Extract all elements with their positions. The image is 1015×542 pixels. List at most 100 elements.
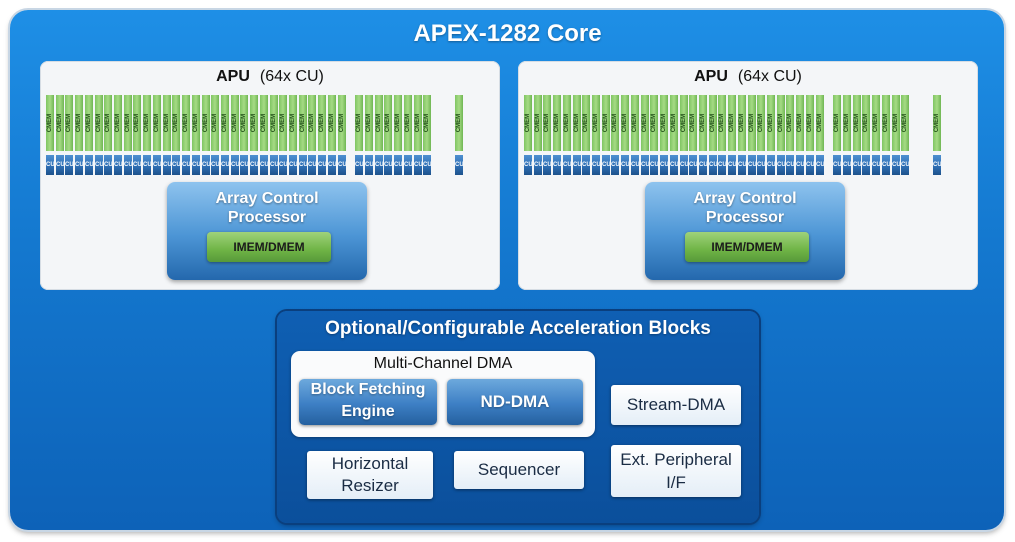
- cu-cell: CU: [582, 155, 590, 175]
- cmem-label: CMEM: [778, 113, 784, 133]
- cu-cell: CU: [318, 155, 326, 175]
- cu-cell: CU: [394, 155, 402, 175]
- cu-cell: CU: [524, 155, 532, 175]
- cmem-column: CMEM: [650, 95, 658, 151]
- cu-cell: CU: [718, 155, 726, 175]
- cmem-label: CMEM: [700, 113, 706, 133]
- cmem-label: CMEM: [134, 113, 140, 133]
- cmem-label: CMEM: [183, 113, 189, 133]
- cu-cell: CU: [602, 155, 610, 175]
- cu-cell: CU: [365, 155, 373, 175]
- cmem-label: CMEM: [66, 113, 72, 133]
- cu-cell: CU: [901, 155, 909, 175]
- cu-cell: CU: [767, 155, 775, 175]
- cu-cell: CU: [133, 155, 141, 175]
- cmem-column: CMEM: [172, 95, 180, 151]
- cmem-column: CMEM: [192, 95, 200, 151]
- cmem-label: CMEM: [797, 113, 803, 133]
- cmem-column: CMEM: [299, 95, 307, 151]
- apu-cu-count: (64x CU): [737, 68, 802, 85]
- cu-cell: CU: [689, 155, 697, 175]
- cu-cell: CU: [534, 155, 542, 175]
- cu-cell: CU: [563, 155, 571, 175]
- cmem-label: CMEM: [456, 113, 462, 133]
- cmem-column: CMEM: [250, 95, 258, 151]
- cmem-label: CMEM: [807, 113, 813, 133]
- cu-cell: CU: [95, 155, 103, 175]
- cu-cell: CU: [843, 155, 851, 175]
- cu-cell: CU: [56, 155, 64, 175]
- cmem-label: CMEM: [817, 113, 823, 133]
- cmem-label: CMEM: [76, 113, 82, 133]
- cu-cell: CU: [631, 155, 639, 175]
- cmem-column: CMEM: [901, 95, 909, 151]
- cmem-column: CMEM: [240, 95, 248, 151]
- cu-cell: CU: [621, 155, 629, 175]
- cu-cell: CU: [786, 155, 794, 175]
- cmem-label: CMEM: [395, 113, 401, 133]
- cu-cell: CU: [124, 155, 132, 175]
- cmem-column: CMEM: [660, 95, 668, 151]
- sequencer-block: Sequencer: [454, 451, 584, 489]
- cmem-column: CMEM: [279, 95, 287, 151]
- cu-cell: CU: [308, 155, 316, 175]
- cmem-column: CMEM: [592, 95, 600, 151]
- cmem-label: CMEM: [902, 113, 908, 133]
- cmem-label: CMEM: [222, 113, 228, 133]
- cmem-column: CMEM: [777, 95, 785, 151]
- cu-cell: CU: [543, 155, 551, 175]
- cmem-column: CMEM: [816, 95, 824, 151]
- cmem-column: CMEM: [338, 95, 346, 151]
- acceleration-blocks: Optional/Configurable Acceleration Block…: [277, 311, 759, 523]
- cu-cell: CU: [423, 155, 431, 175]
- cu-cell: CU: [260, 155, 268, 175]
- cu-cell: CU: [933, 155, 941, 175]
- cu-cell: CU: [172, 155, 180, 175]
- cmem-column: CMEM: [767, 95, 775, 151]
- cu-cell: CU: [404, 155, 412, 175]
- cu-cell: CU: [728, 155, 736, 175]
- cmem-label: CMEM: [424, 113, 430, 133]
- cmem-label: CMEM: [681, 113, 687, 133]
- cmem-column: CMEM: [65, 95, 73, 151]
- array-control-processor: Array Control Processor IMEM/DMEM: [167, 182, 367, 280]
- cmem-label: CMEM: [290, 113, 296, 133]
- cmem-label: CMEM: [690, 113, 696, 133]
- cmem-label: CMEM: [356, 113, 362, 133]
- cu-cell: CU: [680, 155, 688, 175]
- cmem-column: CMEM: [680, 95, 688, 151]
- cmem-column: CMEM: [46, 95, 54, 151]
- cmem-label: CMEM: [251, 113, 257, 133]
- apu-cu-count: (64x CU): [259, 68, 324, 85]
- cmem-column: CMEM: [534, 95, 542, 151]
- cmem-label: CMEM: [212, 113, 218, 133]
- cmem-label: CMEM: [671, 113, 677, 133]
- cu-cell: CU: [833, 155, 841, 175]
- cu-cell: CU: [46, 155, 54, 175]
- cmem-label: CMEM: [57, 113, 63, 133]
- cmem-column: CMEM: [757, 95, 765, 151]
- cmem-label: CMEM: [144, 113, 150, 133]
- cmem-label: CMEM: [893, 113, 899, 133]
- cu-cell: CU: [455, 155, 463, 175]
- cmem-column: CMEM: [872, 95, 880, 151]
- cmem-label: CMEM: [271, 113, 277, 133]
- cmem-label: CMEM: [593, 113, 599, 133]
- cmem-column: CMEM: [270, 95, 278, 151]
- imem-dmem-block: IMEM/DMEM: [685, 232, 809, 262]
- cu-cell: CU: [384, 155, 392, 175]
- cu-cell: CU: [872, 155, 880, 175]
- cmem-column: CMEM: [211, 95, 219, 151]
- cmem-column: CMEM: [375, 95, 383, 151]
- cu-cell: CU: [153, 155, 161, 175]
- cmem-column: CMEM: [163, 95, 171, 151]
- cu-cell: CU: [882, 155, 890, 175]
- dma-title: Multi-Channel DMA: [373, 355, 513, 372]
- cmem-column: CMEM: [933, 95, 941, 151]
- apu-name: APU: [694, 68, 728, 85]
- cmem-column: CMEM: [862, 95, 870, 151]
- cmem-column: CMEM: [75, 95, 83, 151]
- cmem-column: CMEM: [524, 95, 532, 151]
- cmem-label: CMEM: [232, 113, 238, 133]
